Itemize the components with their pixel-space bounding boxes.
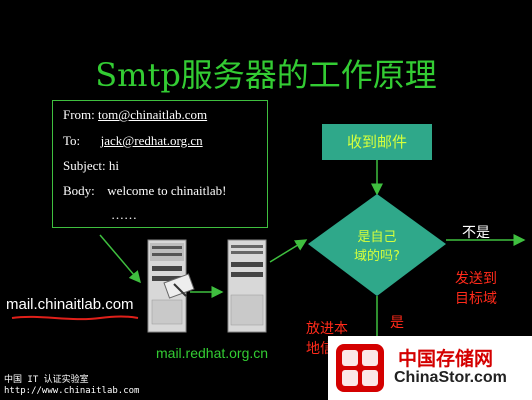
to-address: jack@redhat.org.cn bbox=[100, 133, 203, 148]
decision-line2: 域的吗? bbox=[354, 249, 400, 264]
flow-start-text: 收到邮件 bbox=[346, 133, 407, 151]
email-message-box: From: tom@chinaitlab.com To: jack@redhat… bbox=[52, 100, 268, 228]
no-label: 不是 bbox=[462, 225, 490, 241]
watermark-cn-text: 中国存储网 bbox=[398, 348, 494, 370]
no-action-line2: 目标域 bbox=[455, 291, 497, 307]
flow-decision-diamond bbox=[308, 194, 446, 296]
sender-underline bbox=[11, 315, 139, 321]
watermark-emblem-icon bbox=[336, 344, 384, 392]
from-address: tom@chinaitlab.com bbox=[98, 107, 208, 122]
watermark-logo: 中国存储网 ChinaStor.com bbox=[328, 336, 532, 400]
email-body-line: Body: welcome to chinaitlab! bbox=[63, 183, 226, 199]
footer-url: http://www.chinaitlab.com bbox=[4, 386, 140, 396]
subject-value: hi bbox=[108, 158, 119, 173]
receiver-server-icon bbox=[227, 239, 267, 333]
to-label: To: bbox=[63, 133, 81, 148]
flow-start-box bbox=[322, 124, 432, 160]
sender-server-icon bbox=[147, 239, 195, 333]
email-subject-line: Subject: hi bbox=[63, 158, 119, 174]
no-action-line1: 发送到 bbox=[455, 271, 497, 287]
watermark-en-text: ChinaStor.com bbox=[394, 369, 507, 386]
yes-action-line1: 放进本 bbox=[306, 321, 348, 337]
receiver-server-label: mail.redhat.org.cn bbox=[156, 345, 269, 361]
body-value: welcome to chinaitlab! bbox=[107, 183, 227, 198]
email-from-line: From: tom@chinaitlab.com bbox=[63, 107, 207, 123]
email-ellipsis: …… bbox=[111, 207, 137, 222]
body-label: Body: bbox=[63, 183, 95, 198]
footer-org: 中国 IT 认证实验室 bbox=[4, 375, 89, 385]
arrow-receiver-to-flow bbox=[269, 239, 308, 263]
from-label: From: bbox=[63, 107, 95, 122]
subject-label: Subject: bbox=[63, 158, 106, 173]
email-to-line: To: jack@redhat.org.cn bbox=[63, 133, 203, 149]
yes-label: 是 bbox=[390, 315, 404, 331]
arrow-email-to-sender bbox=[99, 234, 141, 284]
slide-title: Smtp服务器的工作原理 bbox=[95, 56, 437, 94]
decision-line1: 是自己 bbox=[357, 230, 397, 245]
yes-action-line2: 地信 bbox=[306, 341, 334, 357]
sender-server-label: mail.chinaitlab.com bbox=[6, 296, 134, 313]
